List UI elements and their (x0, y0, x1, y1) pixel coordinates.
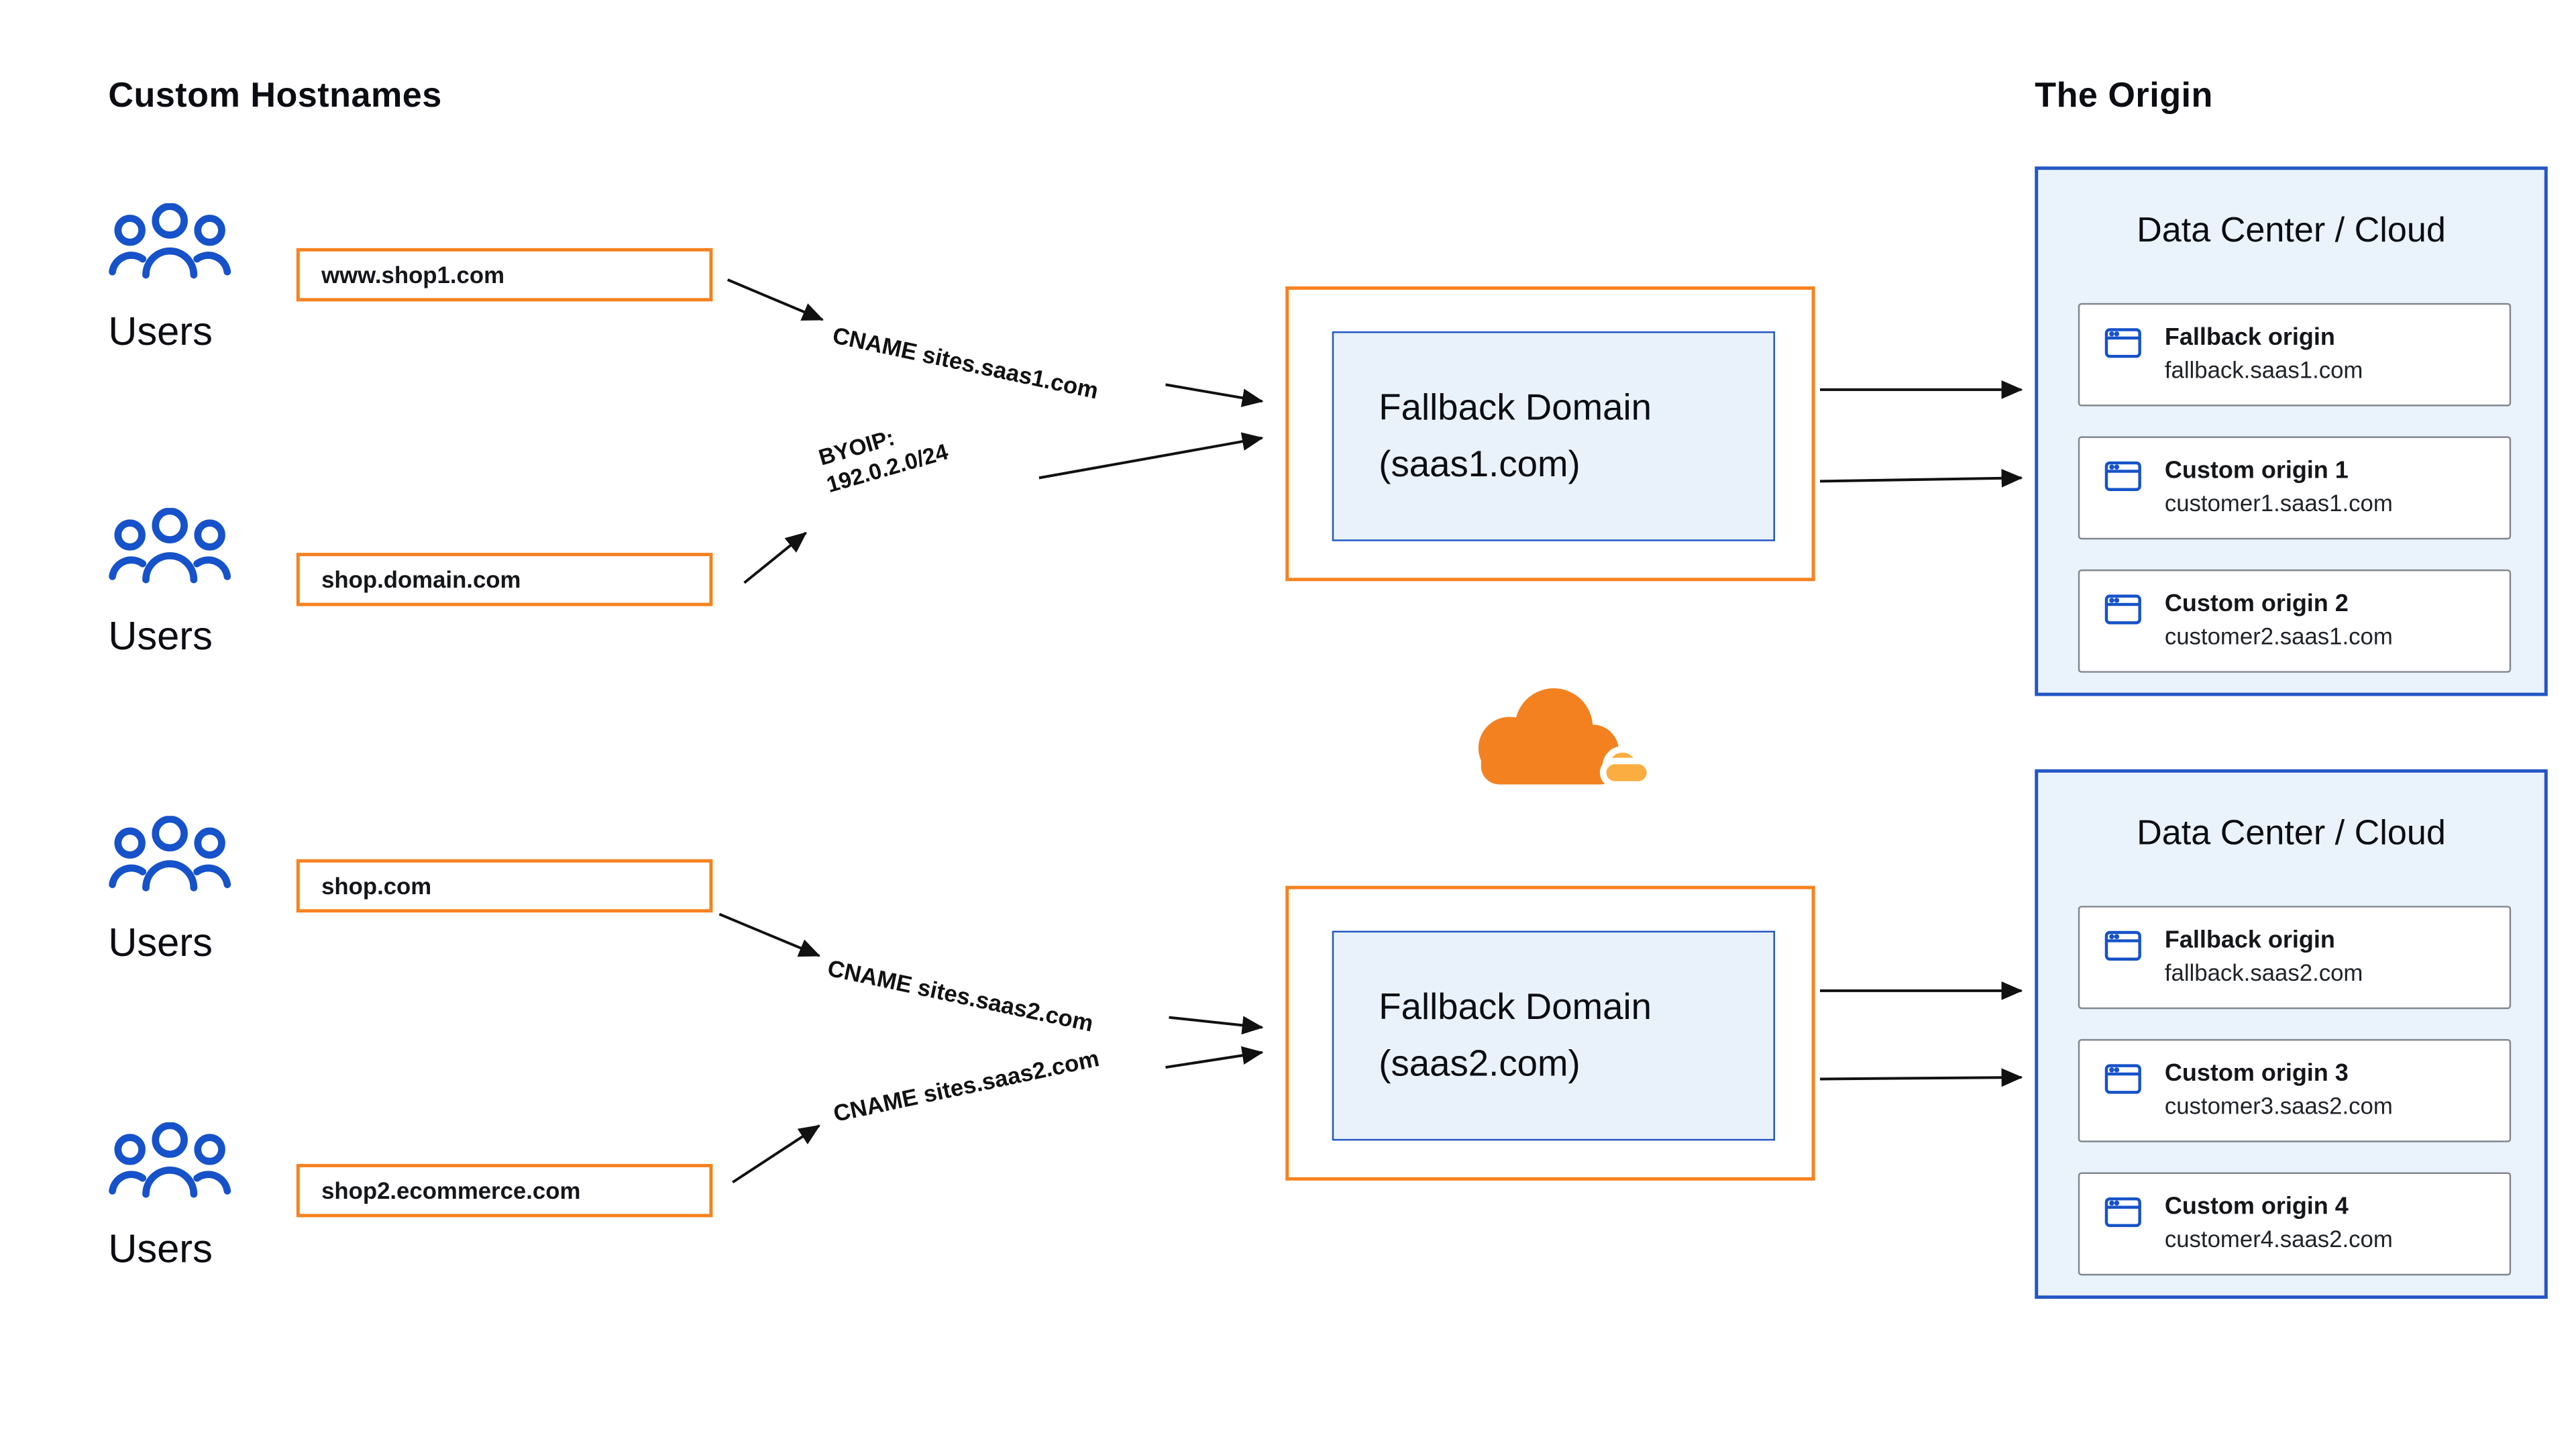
hostname-text: shop.domain.com (321, 566, 521, 593)
browser-window-icon (2104, 328, 2141, 358)
origin-name: Fallback origin (2164, 324, 2335, 352)
origin-host: fallback.saas2.com (2164, 959, 2363, 987)
origin-card-custom-origin-3: Custom origin 3 customer3.saas2.com (2078, 1038, 2512, 1142)
the-origin-heading: The Origin (2035, 76, 2213, 115)
hostname-box-shop: shop.com (296, 859, 713, 913)
origin-host: customer1.saas1.com (2164, 490, 2393, 517)
users-group-icon (108, 1122, 231, 1208)
route-label-cname-saas2-upper: CNAME sites.saas2.com (825, 954, 1096, 1037)
browser-window-icon (2104, 594, 2141, 625)
hostname-text: shop.com (321, 872, 432, 900)
origin-card-fallback-saas2: Fallback origin fallback.saas2.com (2078, 906, 2512, 1010)
fallback-domain-1: Fallback Domain (saas1.com) (1332, 331, 1776, 541)
route-label-byoip: BYOIP: 192.0.2.0/24 (816, 412, 951, 500)
data-center-1: Data Center / Cloud Fallback origin fall… (2035, 166, 2548, 696)
users-group-icon (108, 507, 231, 593)
users-label: Users (108, 309, 213, 355)
data-center-1-title: Data Center / Cloud (2137, 211, 2446, 250)
origin-name: Custom origin 4 (2164, 1193, 2349, 1220)
hostname-box-shop2-ecommerce: shop2.ecommerce.com (296, 1164, 713, 1218)
origin-card-custom-origin-2: Custom origin 2 customer2.saas1.com (2078, 569, 2512, 673)
hostname-text: www.shop1.com (321, 261, 504, 288)
browser-window-icon (2104, 1197, 2141, 1228)
origin-host: customer2.saas1.com (2164, 623, 2393, 650)
users-label: Users (108, 614, 213, 659)
fallback-domain-2-outer: Fallback Domain (saas2.com) (1285, 885, 1815, 1181)
fallback-domain-2-line2: (saas2.com) (1379, 1042, 1580, 1084)
origin-name: Fallback origin (2164, 927, 2335, 954)
fallback-domain-2-line1: Fallback Domain (1379, 985, 1652, 1028)
fallback-domain-1-line2: (saas1.com) (1379, 443, 1580, 485)
origin-name: Custom origin 1 (2164, 458, 2349, 484)
hostname-box-shop-domain: shop.domain.com (296, 553, 713, 606)
origin-card-custom-origin-1: Custom origin 1 customer1.saas1.com (2078, 436, 2512, 540)
hostname-box-shop1: www.shop1.com (296, 248, 713, 302)
fallback-domain-2: Fallback Domain (saas2.com) (1332, 930, 1776, 1141)
data-center-2: Data Center / Cloud Fallback origin fall… (2035, 769, 2548, 1299)
browser-window-icon (2104, 930, 2141, 961)
browser-window-icon (2104, 461, 2141, 492)
origin-name: Custom origin 2 (2164, 590, 2349, 618)
fallback-domain-1-line1: Fallback Domain (1379, 386, 1652, 428)
users-label: Users (108, 920, 213, 966)
origin-card-custom-origin-4: Custom origin 4 customer4.saas2.com (2078, 1172, 2512, 1276)
custom-hostnames-heading: Custom Hostnames (108, 76, 442, 115)
fallback-domain-1-outer: Fallback Domain (saas1.com) (1285, 286, 1815, 582)
cloudflare-logo-icon (1419, 673, 1678, 803)
users-group-icon (108, 203, 231, 288)
route-label-cname-saas1: CNAME sites.saas1.com (830, 321, 1101, 404)
route-label-cname-saas2-lower: CNAME sites.saas2.com (830, 1044, 1102, 1127)
hostname-text: shop2.ecommerce.com (321, 1177, 581, 1204)
data-center-2-title: Data Center / Cloud (2137, 814, 2446, 853)
users-group-icon (108, 815, 231, 901)
origin-card-fallback-saas1: Fallback origin fallback.saas1.com (2078, 303, 2512, 407)
origin-host: customer3.saas2.com (2164, 1093, 2393, 1120)
origin-name: Custom origin 3 (2164, 1060, 2349, 1087)
browser-window-icon (2104, 1064, 2141, 1094)
origin-host: customer4.saas2.com (2164, 1226, 2393, 1253)
origin-host: fallback.saas1.com (2164, 357, 2363, 384)
users-label: Users (108, 1227, 213, 1273)
